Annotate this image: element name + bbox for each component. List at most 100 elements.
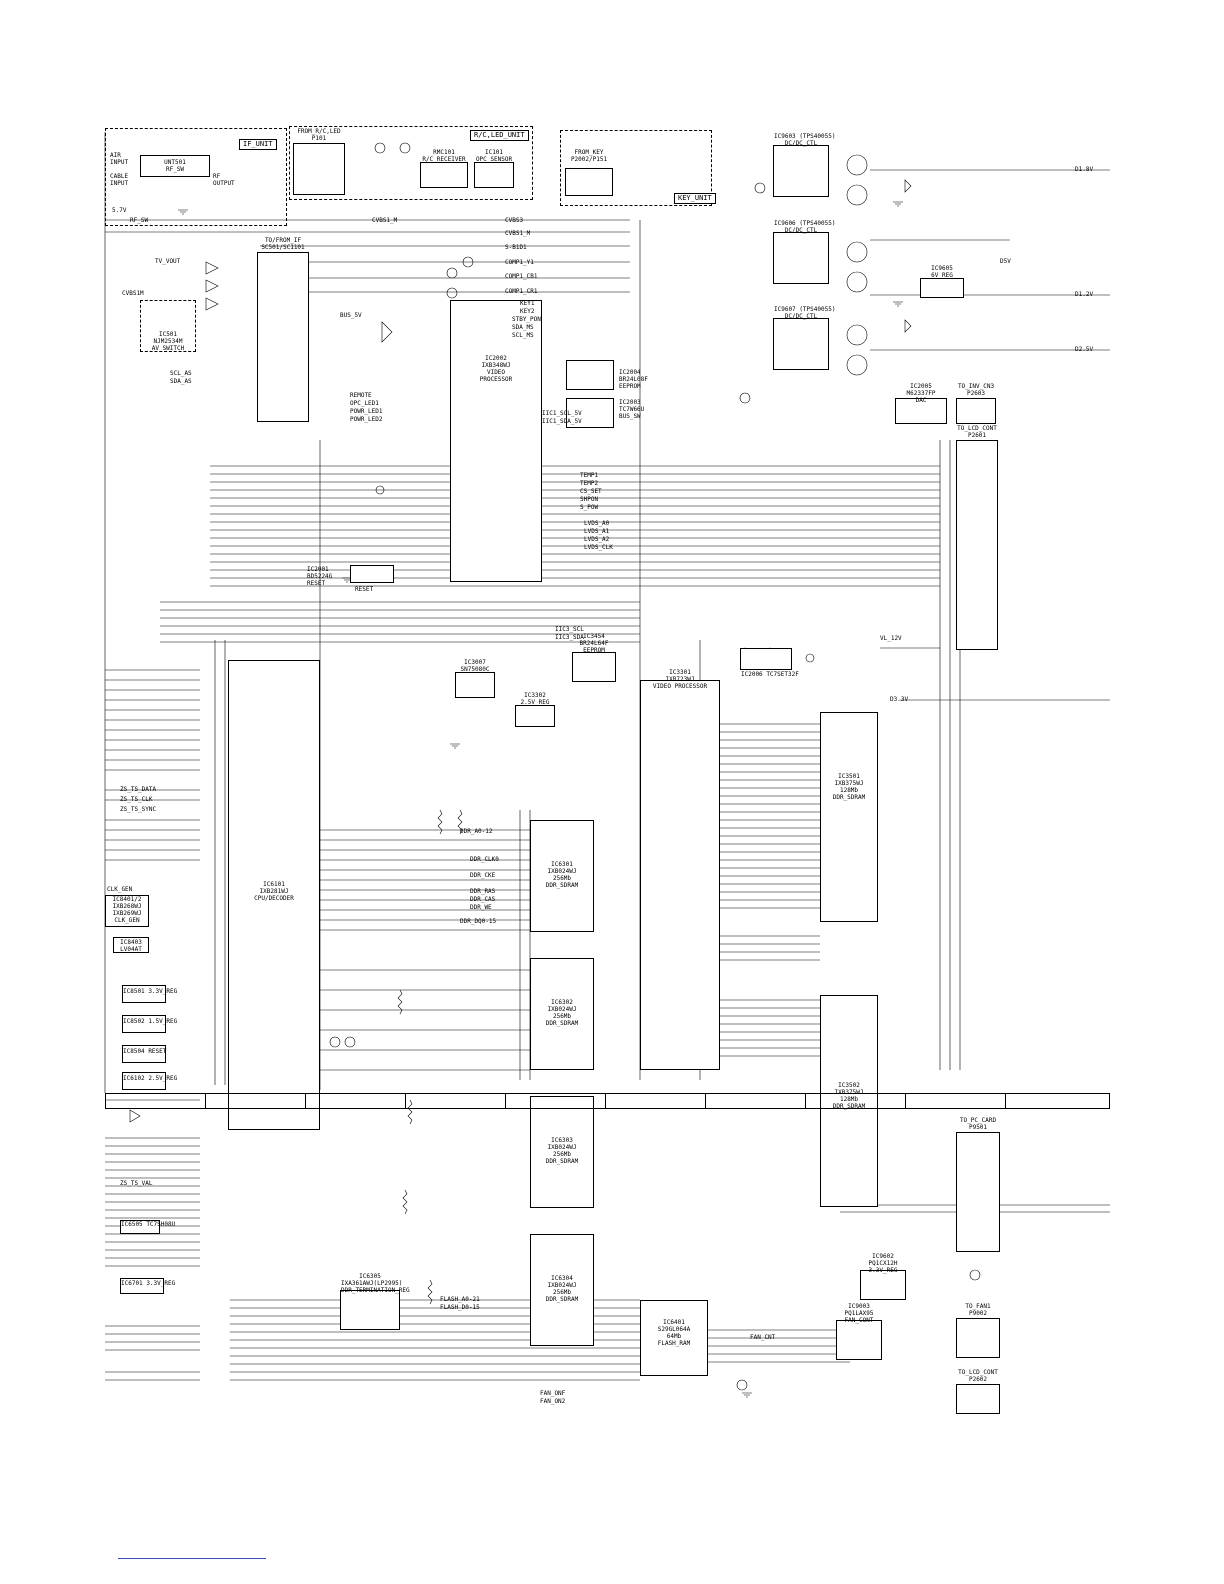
signal-label: 5.7V [112,207,127,214]
signal-label: IIC3_SDA [555,634,584,641]
signal-label: RESET [355,586,374,593]
signal-label: D1.2V [1075,291,1094,298]
ic-ic6505: IC6505 TC7SH08U [120,1220,175,1234]
signal-label: COMP1_Y1 [505,259,534,266]
signal-label: DDR_A0-12 [460,828,493,835]
rc-led-unit-tag: R/C,LED_UNIT [470,130,529,141]
signal-label: D1.8V [1075,166,1094,173]
ic-ic9003: IC9003 PQ1LAX95 FAN_CONT [836,1303,882,1360]
ic-ic6302: IC6302 IXB024WJ 256Mb DDR_SDRAM [530,958,594,1070]
signal-label: COMP1_CR1 [505,288,538,295]
ic-ic3301: IC3301 IXB723WJ VIDEO PROCESSOR [640,669,720,1070]
ic-ic9606: IC9606 (TPS40055) DC/DC_CTL [773,220,835,284]
ic-ic6401: IC6401 S29GL064A 64Mb FLASH_RAM [640,1300,708,1376]
signal-label: CLK_GEN [107,886,133,893]
signal-label: CVBS1_M [505,230,531,237]
connector-to-lcd-cont-b: TO_LCD_CONT P2602 [956,1369,1000,1414]
signal-label: DDR_WE [470,904,492,911]
rc-led-unit-boundary [289,126,533,200]
connector-from-rc-led: FROM_R/C,LED P101 [293,128,345,195]
signal-label: DDR_RAS [470,888,496,895]
signal-label: FLASH_A0-21 [440,1296,480,1303]
signal-label: DDR_CLK0 [470,856,499,863]
zone-cell [405,1093,505,1109]
signal-label: CS_SET [580,488,602,495]
if-unit-tag: IF_UNIT [239,139,277,150]
ic-ic3302: IC3302 2.5V_REG [515,692,555,727]
ic-ic2005: IC2005 M62337FP DAC [895,383,947,424]
ic-ic3454: IC3454 BR24L64F EEPROM [572,633,616,682]
signal-label: DDR_DQ0-15 [460,918,497,925]
ic-ic9603: IC9603 (TPS40055) DC/DC_CTL [773,133,835,197]
ic-ic8502: IC8502 1.5V_REG [122,1015,177,1033]
zone-cell [605,1093,705,1109]
signal-label: COMP1_CB1 [505,273,538,280]
signal-label: D3.3V [890,696,909,703]
footer-rule [118,1558,266,1559]
signal-label: IIC1_SCL_5V [542,410,582,417]
signal-label: POWR_LED1 [350,408,383,415]
zone-cell [105,1093,205,1109]
signal-label: FAN_CNT [750,1334,776,1341]
ic-ic6102: IC6102 2.5V_REG [122,1072,177,1090]
ic-ic8401: IC8401/2 IXB268WJ IXB269WJ CLK_GEN [105,895,149,927]
signal-label: LVDS_A0 [584,520,610,527]
zone-cell [805,1093,905,1109]
signal-label: ZS_TS_VAL [120,1180,153,1187]
ic-unt501: UNT501 RF_SW [140,155,210,177]
ic-ic9602: IC9602 PQ1CX12H 3.3V_REG [860,1253,906,1300]
key-unit-tag: KEY_UNIT [674,193,716,204]
signal-label: KEY2 [520,308,535,315]
ic-ic8403: IC8403 LV04AT [113,937,149,953]
signal-label: BUS_5V [340,312,362,319]
ic-ic101: IC101 OPC_SENSOR [474,149,514,188]
signal-label: STBY_PON [512,316,541,323]
signal-label: DDR_CKE [470,872,496,879]
ic-ic3501: IC3501 IXB375WJ 128Mb DDR_SDRAM [820,712,878,922]
ic-ic9605: IC9605 6V_REG [920,265,964,298]
ic-ic3007: IC3007 SN75080C [455,659,495,698]
signal-label: SCL_MS [512,332,534,339]
signal-label: REMOTE [350,392,372,399]
signal-label: CVBS1_M [372,217,398,224]
signal-label: SCL_AS [170,370,192,377]
cable-input-label: CABLE INPUT [110,173,129,187]
ic-ic2001: IC2001 BD5224G RESET [307,565,394,587]
signal-label: FAN_ONF [540,1390,566,1397]
ic-ic6303: IC6303 IXB024WJ 256Mb DDR_SDRAM [530,1096,594,1208]
signal-label: LVDS_A2 [584,536,610,543]
ic-ic2002: IC2002 IXB348WJ VIDEO PROCESSOR [450,300,542,582]
signal-label: IIC3_SCL [555,626,584,633]
ic-ic6101: IC6101 IXB281WJ CPU/DECODER [228,660,320,1130]
connector-to-from-if: TO/FROM_IF SC501/SC1101 [257,237,309,422]
zone-cell [1005,1093,1110,1109]
zone-cell [305,1093,405,1109]
signal-label: CVBS1M [122,290,144,297]
connector-to-inv-cn3: TO_INV_CN3 P2603 [956,383,996,424]
ic-ic2006: IC2006 TC7SET32F [740,648,799,678]
signal-label: TEMP1 [580,472,599,479]
signal-label: TEMP2 [580,480,599,487]
ic-ic2004: IC2004 BR24L08F EEPROM [566,360,648,390]
signal-label: POWR_LED2 [350,416,383,423]
signal-label: VL_12V [880,635,902,642]
air-input-label: AIR INPUT [110,152,129,166]
ic-ic6305: IC6305 IXA361AWJ(LP2995) DDR_TERMINATION… [340,1273,410,1330]
connector-to-pc-card: TO_PC_CARD P9501 [956,1117,1000,1252]
zone-cell [905,1093,1005,1109]
signal-label: CVBS3 [505,217,524,224]
ic-ic9607: IC9607 (TPS40055) DC/DC_CTL [773,306,835,370]
rf-output-label: RF OUTPUT [213,173,235,187]
ic-rmc101: RMC101 R/C_RECEIVER [420,149,468,188]
signal-label: DDR_CAS [470,896,496,903]
ic-ic6304: IC6304 IXB024WJ 256Mb DDR_SDRAM [530,1234,594,1346]
signal-label: S_POW [580,504,599,511]
signal-label: S-B1D1 [505,244,527,251]
ic-ic2003: IC2003 TC7W66U BUS_SW [566,398,644,428]
signal-label: RF_SW [130,217,149,224]
connector-from-key: FROM_KEY P2002/P151 [565,149,613,196]
signal-label: SDA_MS [512,324,534,331]
ic-ic501: IC501 NJM2534M AV_SWITCH [140,300,196,352]
